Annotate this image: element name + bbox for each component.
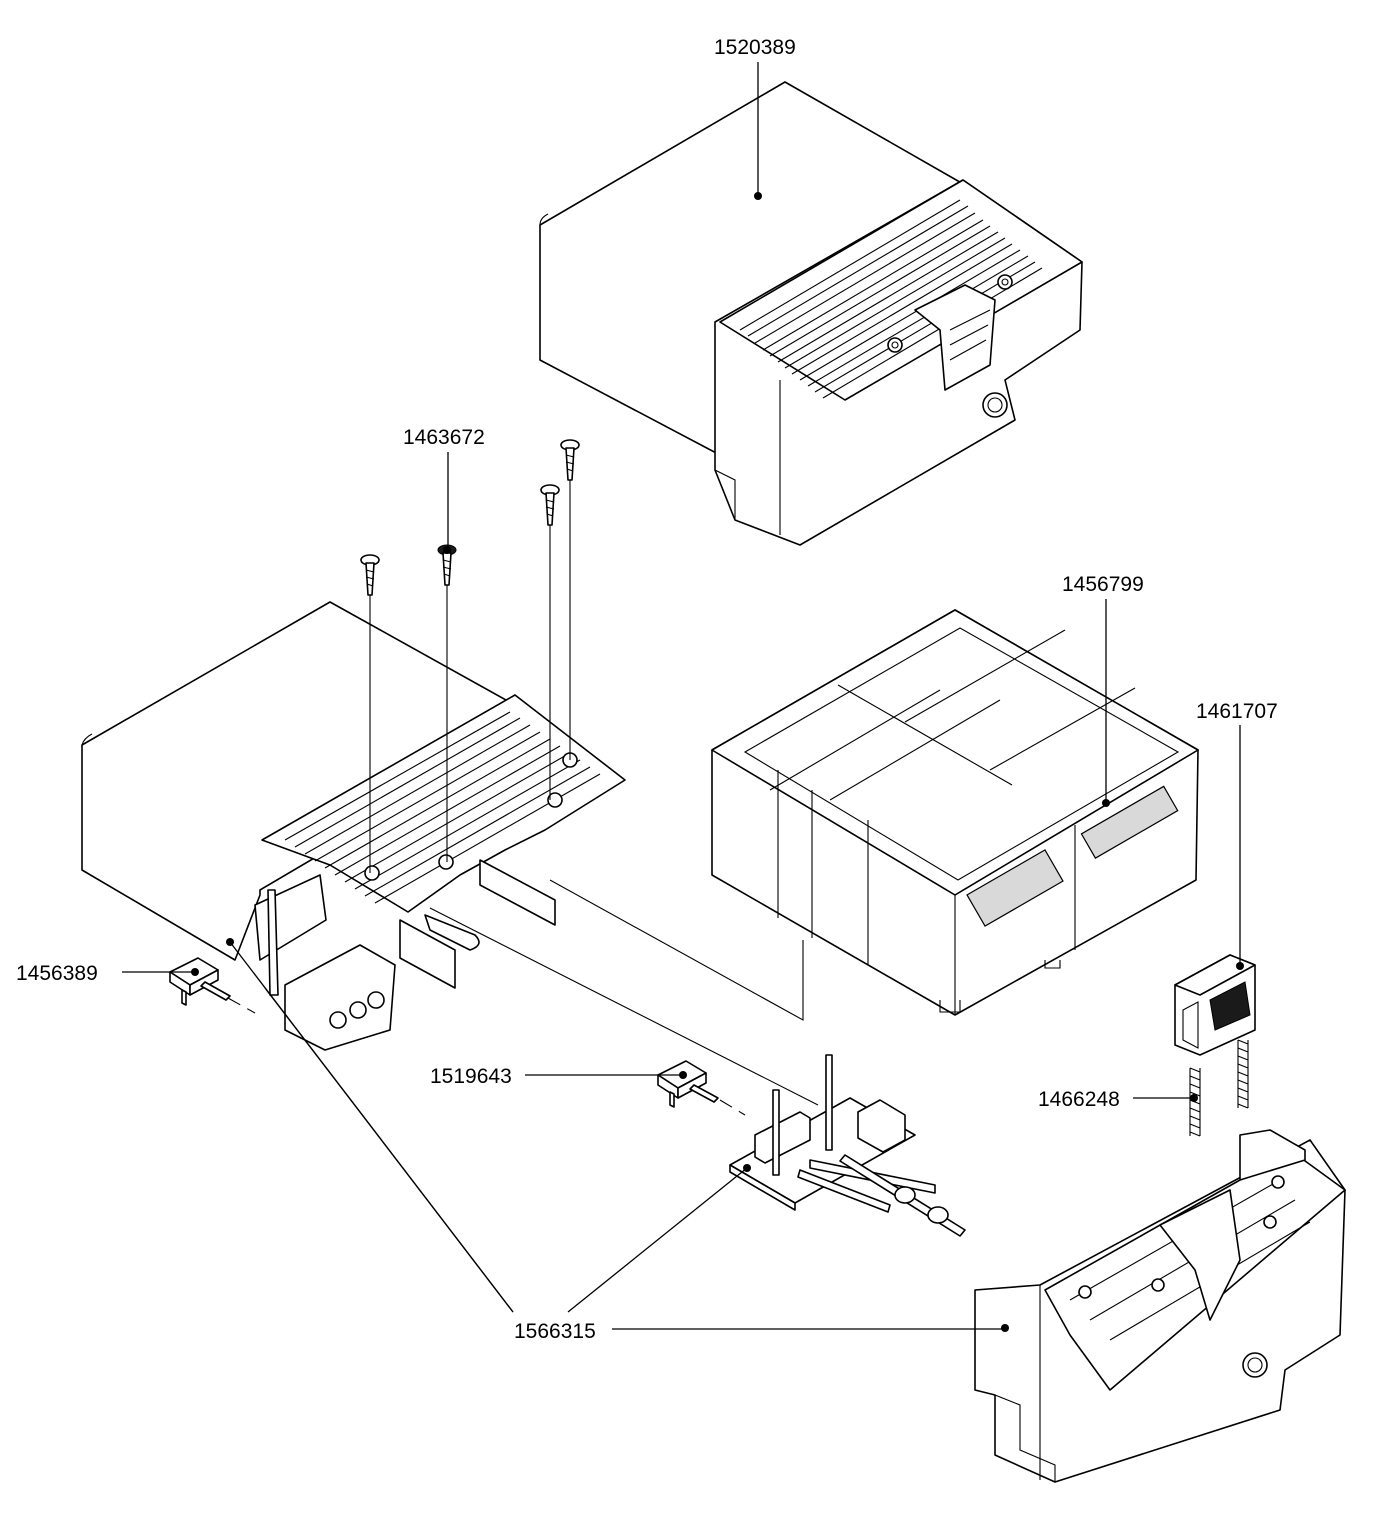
label-1466248: 1466248 [1038, 1088, 1120, 1111]
label-1566315: 1566315 [514, 1320, 596, 1343]
housing-1566315-top-view [81, 601, 626, 1051]
label-1519643: 1519643 [430, 1065, 512, 1088]
latch-1461707 [1174, 954, 1256, 1056]
screws-1463672 [360, 439, 580, 596]
label-1456389: 1456389 [16, 962, 98, 985]
battery-1456799 [711, 609, 1199, 1016]
screw-axis-lines [369, 480, 571, 873]
housing-1566315 [974, 1129, 1346, 1483]
fuse-1456389 [169, 957, 256, 1014]
cover-1520389 [539, 81, 1083, 546]
fuse-1519643 [657, 1060, 746, 1116]
part-labels: 1520389 1463672 1456799 1461707 1456389 … [16, 36, 1278, 1343]
circuit-board [729, 1054, 966, 1237]
label-1461707: 1461707 [1196, 700, 1278, 723]
label-1463672: 1463672 [403, 426, 485, 449]
label-1456799: 1456799 [1062, 573, 1144, 596]
leader-lines [122, 62, 1241, 1330]
label-1520389: 1520389 [714, 36, 796, 59]
